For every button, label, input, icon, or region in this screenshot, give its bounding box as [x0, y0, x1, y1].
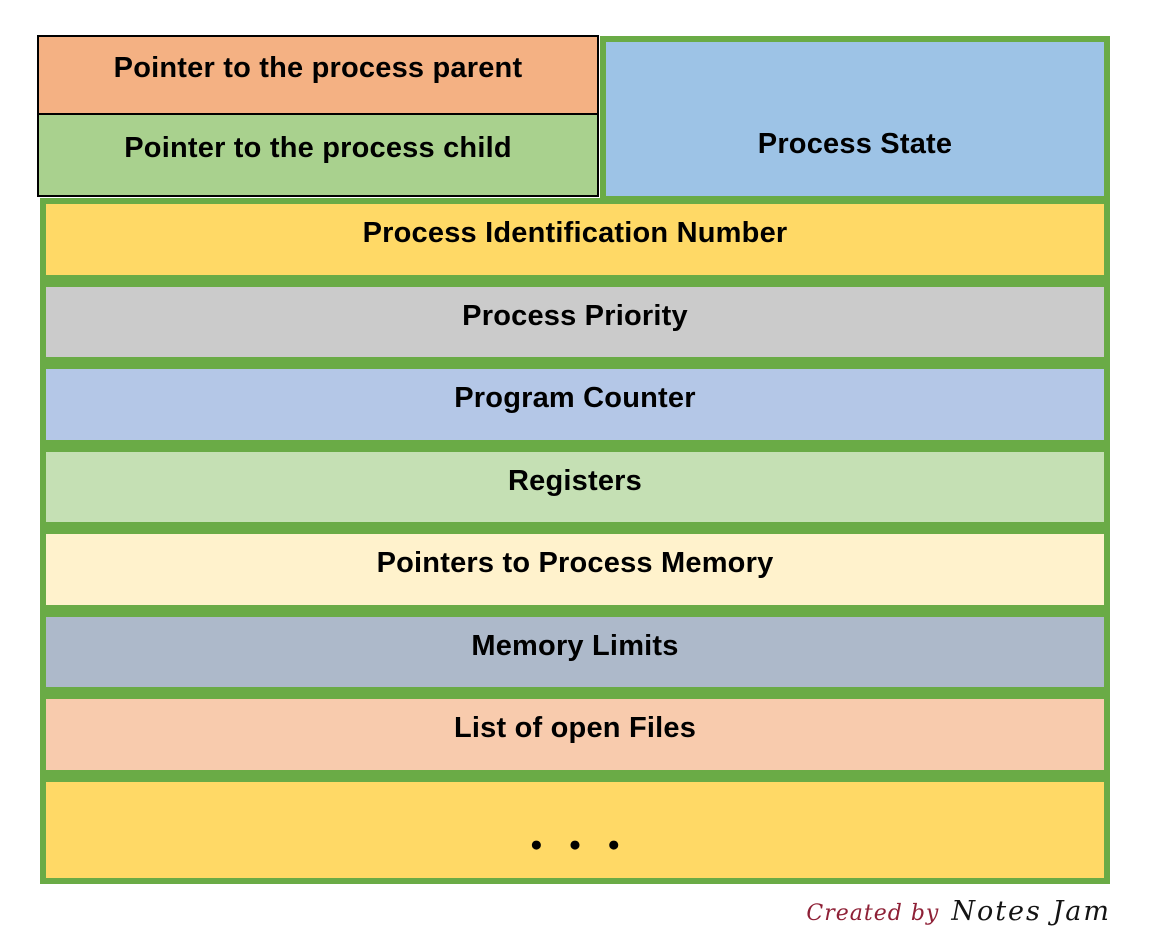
pcb-row-more-fields: ●●● [40, 776, 1110, 884]
pcb-pointer-stack: Pointer to the process parent Pointer to… [37, 35, 599, 197]
more-fields-dots: ●●● [529, 833, 647, 856]
pcb-row-memory-pointers: Pointers to Process Memory [40, 528, 1110, 611]
pcb-block-parent-pointer: Pointer to the process parent [37, 35, 599, 115]
pcb-block-process-state: Process State [600, 36, 1110, 202]
pcb-row-memory-limits: Memory Limits [40, 611, 1110, 693]
child-pointer-label: Pointer to the process child [124, 131, 512, 164]
watermark-name: Notes Jam [951, 896, 1111, 927]
process-state-label: Process State [757, 127, 953, 160]
pcb-row-open-files: List of open Files [40, 693, 1110, 776]
row-label: Program Counter [454, 382, 696, 414]
pcb-row-priority: Process Priority [40, 281, 1110, 363]
row-label: Registers [508, 464, 642, 497]
row-label: List of open Files [453, 712, 697, 744]
row-label: Process Identification Number [362, 217, 788, 249]
parent-pointer-label: Pointer to the process parent [113, 51, 523, 84]
pcb-row-pid: Process Identification Number [40, 198, 1110, 281]
row-label: Process Priority [462, 299, 688, 332]
row-label: Pointers to Process Memory [376, 547, 774, 579]
pcb-block-child-pointer: Pointer to the process child [37, 113, 599, 197]
pcb-row-program-counter: Program Counter [40, 363, 1110, 446]
row-label: Memory Limits [471, 629, 679, 662]
pcb-row-registers: Registers [40, 446, 1110, 528]
watermark-prefix: Created by [806, 901, 940, 926]
watermark: Created by Notes Jam [806, 896, 1111, 927]
